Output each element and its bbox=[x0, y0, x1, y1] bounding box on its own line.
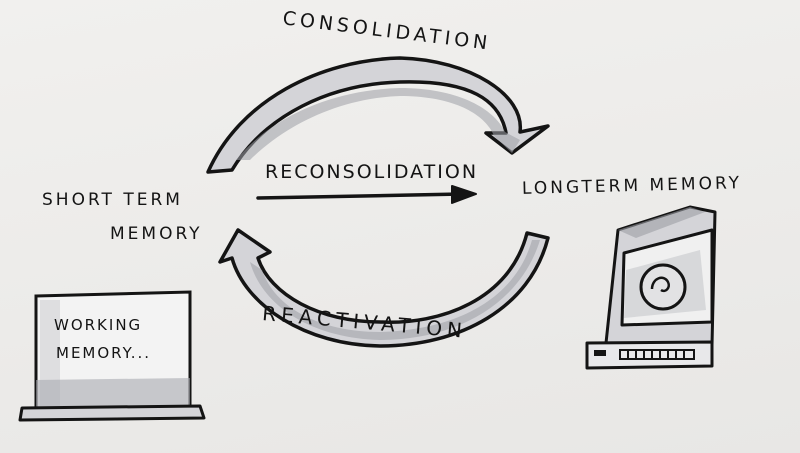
short-term-memory-label-line1: SHORT TERM bbox=[42, 190, 183, 210]
reconsolidation-arrow bbox=[256, 185, 477, 204]
hard-drive-icon bbox=[585, 205, 717, 370]
laptop-icon bbox=[18, 290, 206, 422]
reactivation-arrow bbox=[218, 228, 550, 348]
consolidation-arrow bbox=[206, 56, 550, 174]
reconsolidation-label: RECONSOLIDATION bbox=[265, 161, 479, 183]
working-memory-label-line1: WORKING bbox=[54, 316, 143, 334]
short-term-memory-label-line2: MEMORY bbox=[110, 224, 203, 244]
working-memory-label-line2: MEMORY... bbox=[56, 344, 152, 362]
